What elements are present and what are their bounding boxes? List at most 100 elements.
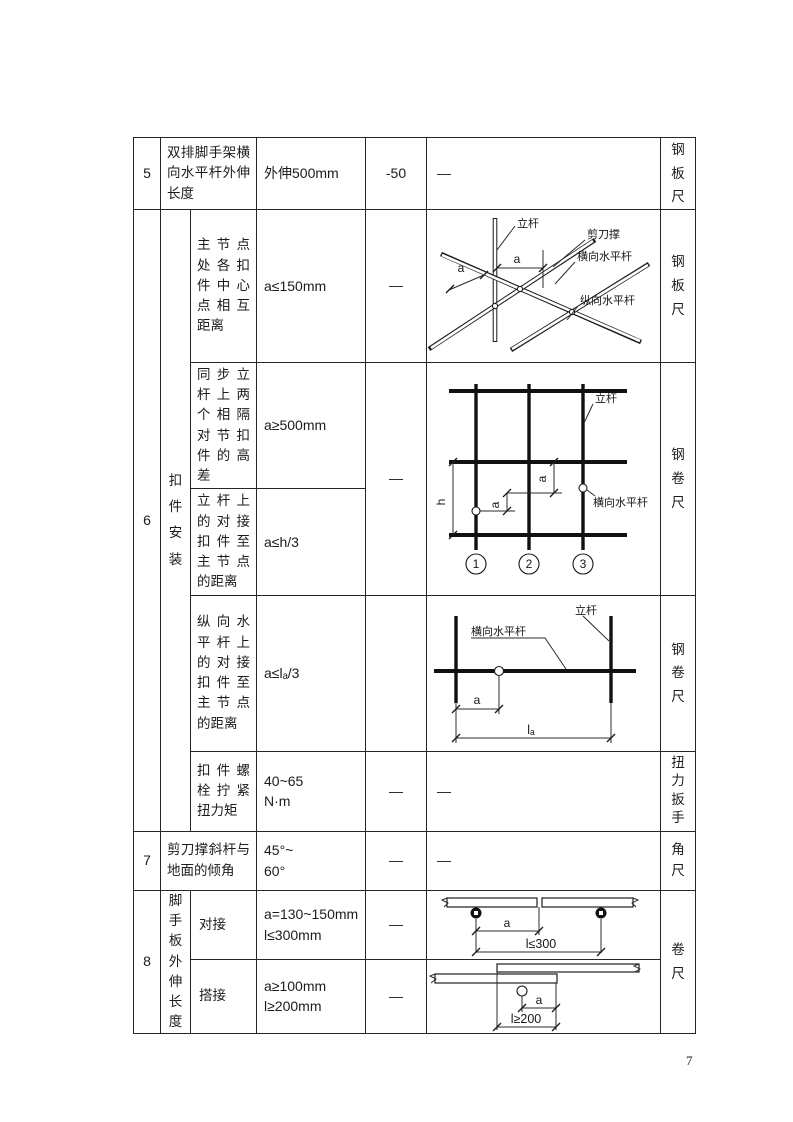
dim-a: a [458, 261, 465, 275]
axis-number: 1 [473, 557, 480, 571]
planks [428, 963, 642, 997]
dim-l: l≤300 [526, 937, 557, 951]
row6-1-value: a≤150mm [256, 208, 366, 363]
row8-1-tolerance: — [365, 889, 427, 960]
table-row: 立杆上的对接扣件至主节点的距离 a≤h/3 [134, 488, 696, 596]
inspection-spec-table: 5 双排脚手架横向水平杆外伸长度 外伸500mm -50 — 钢板尺 6 扣件安… [133, 137, 696, 1034]
dim-h: h [434, 499, 448, 506]
row6-number: 6 [133, 208, 161, 832]
page-number: 7 [686, 1053, 693, 1068]
row7-tool: 角尺 [660, 830, 696, 891]
row5-tolerance: -50 [365, 137, 427, 210]
scaffold-members [434, 616, 636, 704]
row6-2-tool: 钢卷尺 [660, 361, 696, 596]
pole-label: 立杆 [517, 216, 539, 230]
row8-1-value: a=130~150mm l≤300mm [256, 889, 366, 960]
row8-2-tolerance: — [365, 958, 427, 1034]
row6-2-tolerance: — [365, 361, 427, 596]
table-row: 5 双排脚手架横向水平杆外伸长度 外伸500mm -50 — 钢板尺 [133, 137, 696, 210]
row8-2-item: 搭接 [190, 958, 257, 1034]
table-row: 扣件螺栓拧紧扭力矩 40~65 N·m — — 扭力扳手 [134, 750, 696, 832]
row6-1-tolerance: — [365, 208, 427, 363]
row8-1-item: 对接 [190, 889, 257, 960]
dim-a: a [514, 252, 521, 266]
diagram-leaders [471, 615, 610, 670]
row6-4-item: 纵向水平杆上的对接扣件至主节点的距离 [190, 594, 257, 752]
row8-number: 8 [133, 889, 161, 1034]
row8-2-diagram-cell: a l≥200 [426, 958, 661, 1034]
dim-la: lₐ [527, 723, 535, 737]
row6-4-value: a≤lₐ/3 [256, 594, 366, 752]
transverse-label: 横向水平杆 [471, 624, 526, 638]
table-row: 6 扣件安装 主节点处各扣件中心点相互距离 a≤150mm — [133, 208, 696, 832]
diagram-leaders [496, 226, 586, 321]
row7-diagram-cell: — [426, 830, 661, 891]
row5-tool: 钢板尺 [660, 137, 696, 210]
pole-label: 立杆 [595, 391, 617, 405]
dim-a: a [504, 916, 511, 930]
row8-tool: 卷尺 [660, 889, 696, 1034]
transverse-label: 横向水平杆 [577, 249, 632, 263]
diagram-dimensions [448, 457, 562, 540]
row8-category: 脚手板外伸长度 [160, 889, 191, 1034]
row5-item: 双排脚手架横向水平杆外伸长度 [160, 137, 257, 210]
dim-a: a [488, 502, 502, 509]
row6-3-item: 立杆上的对接扣件至主节点的距离 [190, 488, 257, 596]
scaffold-grid [449, 384, 627, 551]
diagram-plank-butt-joint: a l≤300 [440, 897, 640, 957]
row6-2-item: 同步立杆上两个相隔对节扣件的高差 [190, 361, 257, 490]
row5-number: 5 [133, 137, 161, 210]
diagram-dimensions [445, 250, 548, 294]
longitudinal-label: 纵向水平杆 [580, 293, 635, 307]
brace-label: 剪刀撑 [587, 227, 620, 241]
row6-4-tolerance [365, 594, 427, 752]
table-row: 纵向水平杆上的对接扣件至主节点的距离 a≤lₐ/3 [134, 594, 696, 752]
row6-4-tool: 钢卷尺 [660, 594, 696, 752]
row6-1-tool: 钢板尺 [660, 208, 696, 363]
diagram-dimensions [451, 676, 616, 744]
diagram-leaders [583, 404, 596, 497]
row6-5-diagram-cell: — [426, 750, 661, 832]
table-row: 搭接 a≥100mm l≥200mm — a [134, 958, 696, 1034]
diagram-plank-lap-joint: a l≥200 [428, 963, 642, 1032]
row5-diagram-cell: — [426, 137, 661, 210]
diagram-dimensions [471, 926, 606, 957]
row6-2-value: a≥500mm [256, 361, 366, 490]
axis-number: 3 [580, 557, 587, 571]
row6-1-item: 主节点处各扣件中心点相互距离 [190, 208, 257, 363]
dim-l: l≥200 [511, 1012, 542, 1026]
table-row: 7 剪刀撑斜杆与地面的倾角 45°~ 60° — — 角尺 [133, 830, 696, 891]
diagram-pole-fastener-grid: 立杆 横向水平杆 h a a 1 2 3 [434, 384, 648, 575]
dim-a: a [474, 693, 481, 707]
dim-a: a [535, 476, 549, 483]
diagram-node-fastener-spacing: 立杆 剪刀撑 横向水平杆 纵向水平杆 a a [427, 216, 651, 353]
axis-number: 2 [526, 557, 533, 571]
row6-5-tool: 扭力扳手 [660, 750, 696, 832]
row7-tolerance: — [365, 830, 427, 891]
table-row: 8 脚手板外伸长度 对接 a=130~150mm l≤300mm — [133, 889, 696, 1034]
row8-1-diagram-cell: a l≤300 [426, 889, 661, 960]
row6-5-tolerance: — [365, 750, 427, 832]
row5-value: 外伸500mm [256, 137, 366, 210]
diagram-dimensions [492, 972, 561, 1032]
row6-5-value: 40~65 N·m [256, 750, 366, 832]
row6-5-item: 扣件螺栓拧紧扭力矩 [190, 750, 257, 832]
table-row: 同步立杆上两个相隔对节扣件的高差 a≥500mm — [134, 361, 696, 596]
pole-label: 立杆 [575, 603, 597, 617]
row7-value: 45°~ 60° [256, 830, 366, 891]
supports [470, 907, 607, 954]
row8-2-value: a≥100mm l≥200mm [256, 958, 366, 1034]
row7-number: 7 [133, 830, 161, 891]
row6-3-value: a≤h/3 [256, 488, 366, 596]
planks [440, 897, 640, 908]
row6-1-diagram-cell: 立杆 剪刀撑 横向水平杆 纵向水平杆 a a [426, 208, 661, 363]
row6-4-diagram-cell: 立杆 横向水平杆 a lₐ [426, 594, 661, 752]
dim-a: a [536, 993, 543, 1007]
row6-category: 扣件安装 [160, 208, 191, 832]
diagram-ledger-butt-joint: 立杆 横向水平杆 a lₐ [434, 603, 636, 744]
row6-2-diagram-cell: 立杆 横向水平杆 h a a 1 2 3 [426, 361, 661, 596]
axis-bubbles [465, 553, 594, 575]
scaffold-tubes [427, 218, 651, 353]
transverse-label: 横向水平杆 [593, 495, 648, 509]
